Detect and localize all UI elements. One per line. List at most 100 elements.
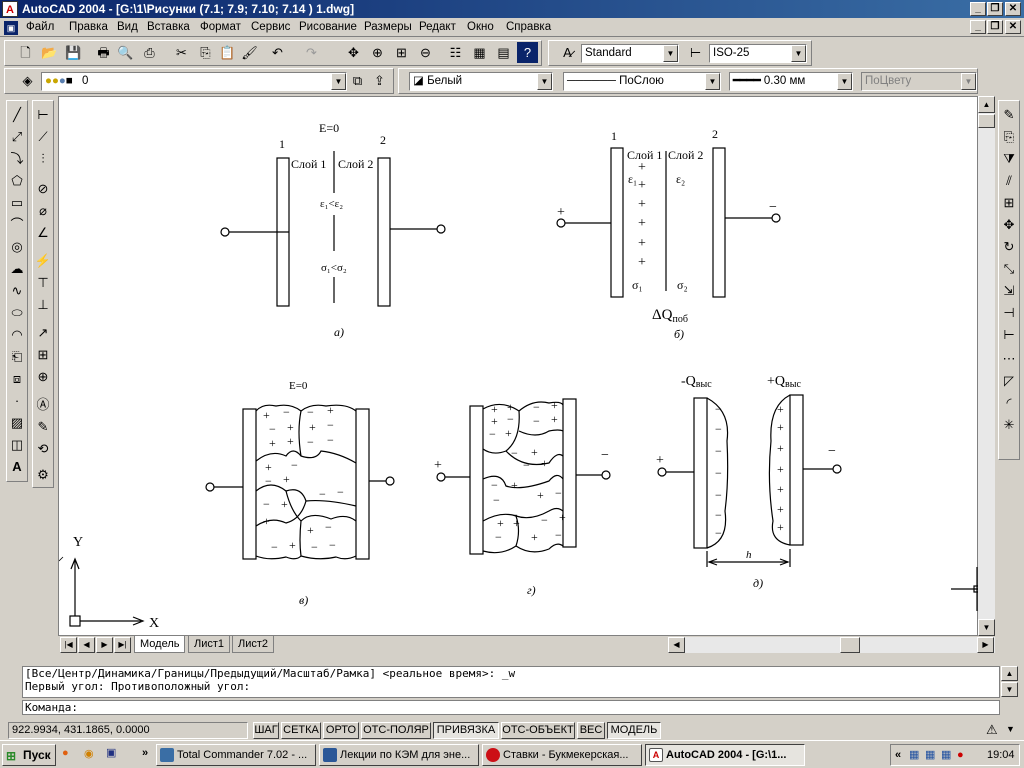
layer-previous-icon[interactable]: ⇪ [374, 73, 385, 88]
tool-palettes-icon[interactable]: ▤ [497, 45, 510, 60]
doc-minimize-button[interactable]: _ [970, 20, 986, 34]
hatch-icon[interactable]: ▨ [10, 415, 24, 430]
firefox-icon[interactable]: ● [62, 747, 69, 759]
print-icon[interactable]: 🖶 [97, 45, 110, 60]
cmd-scroll-up-button[interactable]: ▲ [1001, 666, 1018, 681]
menu-insert[interactable]: Вставка [147, 21, 190, 33]
help-icon[interactable]: ? [517, 42, 538, 63]
layer-select[interactable]: ●●●■ 0 ▼ [41, 72, 347, 91]
network-icon[interactable]: ▦ [909, 749, 920, 761]
tab-layout1[interactable]: Лист1 [188, 636, 231, 653]
doc-restore-button[interactable]: ❐ [987, 20, 1003, 34]
center-mark-icon[interactable]: ⊕ [37, 369, 49, 384]
model-toggle[interactable]: МОДЕЛЬ [607, 722, 661, 739]
scroll-down-button[interactable]: ▼ [978, 619, 995, 636]
scroll-right-button[interactable]: ▶ [977, 637, 994, 653]
zoom-previous-icon[interactable]: ⊖ [420, 45, 431, 60]
radius-dimension-icon[interactable]: ⊘ [37, 181, 49, 196]
plotstyle-select[interactable]: ПоЦвету▼ [861, 72, 977, 91]
revision-cloud-icon[interactable]: ☁ [10, 261, 24, 276]
scroll-up-button[interactable]: ▲ [978, 96, 995, 113]
menu-edit[interactable]: Правка [69, 21, 108, 33]
copy-icon[interactable]: ⎘ [200, 45, 211, 60]
task-total-commander[interactable]: Total Commander 7.02 - ... [156, 744, 316, 766]
aligned-dimension-icon[interactable]: ⟋ [38, 129, 48, 144]
linetype-select[interactable]: ────── ПоСлою▼ [563, 72, 721, 91]
save-icon[interactable]: 💾 [65, 45, 82, 60]
arc-icon[interactable]: ⌒ [10, 217, 24, 232]
stretch-icon[interactable]: ⇲ [1003, 283, 1015, 298]
make-block-icon[interactable]: ⧈ [12, 371, 22, 386]
trim-icon[interactable]: ⊣ [1003, 305, 1015, 320]
communication-center-icon[interactable]: ⚠ [986, 722, 998, 737]
break-icon[interactable]: ⋯ [1002, 351, 1016, 366]
mirror-icon[interactable]: ⧩ [1003, 151, 1015, 166]
dimension-style-icon[interactable]: ⚙ [37, 467, 49, 482]
line-icon[interactable]: ╱ [13, 107, 21, 122]
tray-expand-button[interactable]: « [895, 749, 902, 761]
dim-style-icon[interactable]: ⊢ [689, 45, 702, 60]
maximize-button[interactable]: ❐ [987, 2, 1003, 16]
tab-last-button[interactable]: ▶| [114, 637, 131, 653]
paste-icon[interactable]: 📋 [219, 45, 236, 60]
spline-icon[interactable]: ∿ [11, 283, 23, 298]
array-icon[interactable]: ⊞ [1003, 195, 1015, 210]
continue-dimension-icon[interactable]: ⊥ [37, 297, 49, 312]
scroll-left-button[interactable]: ◀ [668, 637, 685, 653]
vertical-scrollbar[interactable]: ▲ ▼ [978, 96, 995, 636]
new-file-icon[interactable]: 🗋 [20, 45, 31, 60]
construction-line-icon[interactable]: ⤢ [11, 129, 23, 144]
baseline-dimension-icon[interactable]: ⊤ [37, 275, 49, 290]
osnap-toggle[interactable]: ПРИВЯЗКА [433, 722, 499, 739]
circle-icon[interactable]: ◎ [11, 239, 23, 254]
start-button[interactable]: ⊞Пуск [2, 744, 56, 766]
angular-dimension-icon[interactable]: ∠ [37, 225, 49, 240]
ordinate-dimension-icon[interactable]: ⫶ [41, 151, 45, 166]
snap-toggle[interactable]: ШАГ [253, 722, 279, 739]
point-icon[interactable]: · [14, 393, 20, 408]
tab-first-button[interactable]: |◀ [60, 637, 77, 653]
lineweight-toggle[interactable]: ВЕС [577, 722, 605, 739]
zoom-window-icon[interactable]: ⊞ [396, 45, 407, 60]
tab-model[interactable]: Модель [134, 636, 186, 653]
opera-quicklaunch-icon[interactable]: ◉ [84, 748, 94, 760]
make-object-layer-current-icon[interactable]: ⧉ [352, 73, 363, 88]
match-properties-icon[interactable]: 🖌 [241, 45, 258, 60]
otrack-toggle[interactable]: ОТС-ОБЪЕКТ [501, 722, 575, 739]
clock[interactable]: 19:04 [987, 749, 1015, 761]
move-icon[interactable]: ✥ [1003, 217, 1015, 232]
dim-style-select[interactable]: ISO-25▼ [709, 44, 807, 63]
cut-icon[interactable]: ✂ [176, 45, 187, 60]
explode-icon[interactable]: ✳ [1003, 417, 1015, 432]
quick-leader-icon[interactable]: ↗ [37, 325, 49, 340]
menu-draw[interactable]: Рисование [299, 21, 357, 33]
color-select[interactable]: ◪ Белый▼ [409, 72, 553, 91]
pan-realtime-icon[interactable]: ✥ [348, 45, 359, 60]
text-style-select[interactable]: Standard▼ [581, 44, 679, 63]
publish-icon[interactable]: ⎙ [144, 45, 155, 60]
cmd-scroll-down-button[interactable]: ▼ [1001, 682, 1018, 697]
close-button[interactable]: ✕ [1005, 2, 1021, 16]
rectangle-icon[interactable]: ▭ [10, 195, 24, 210]
erase-icon[interactable]: ✎ [1003, 107, 1015, 122]
scale-icon[interactable]: ⤡ [1003, 261, 1015, 276]
text-style-icon[interactable]: A̷ [563, 45, 572, 60]
extend-icon[interactable]: ⊢ [1003, 327, 1015, 342]
properties-icon[interactable]: ☷ [449, 45, 462, 60]
rotate-icon[interactable]: ↻ [1003, 239, 1015, 254]
dimension-text-edit-icon[interactable]: ✎ [37, 419, 49, 434]
polar-toggle[interactable]: ОТС-ПОЛЯР [361, 722, 431, 739]
chamfer-icon[interactable]: ◸ [1004, 373, 1014, 388]
open-folder-icon[interactable]: 📂 [41, 45, 58, 60]
offset-icon[interactable]: ⫽ [1006, 173, 1012, 188]
antivirus-icon[interactable]: ● [957, 749, 964, 761]
lineweight-select[interactable]: ━━━━ 0.30 мм▼ [729, 72, 853, 91]
menu-dimension[interactable]: Размеры [364, 21, 412, 33]
print-preview-icon[interactable]: 🔍 [117, 45, 134, 60]
menu-file[interactable]: Файл [26, 21, 55, 33]
network-icon-3[interactable]: ▦ [941, 749, 952, 761]
scroll-thumb[interactable] [978, 114, 995, 128]
horizontal-scrollbar[interactable]: ◀ ▶ [668, 637, 995, 653]
task-opera-bets[interactable]: Ставки - Букмекерская... [482, 744, 642, 766]
menu-tools[interactable]: Сервис [251, 21, 291, 33]
